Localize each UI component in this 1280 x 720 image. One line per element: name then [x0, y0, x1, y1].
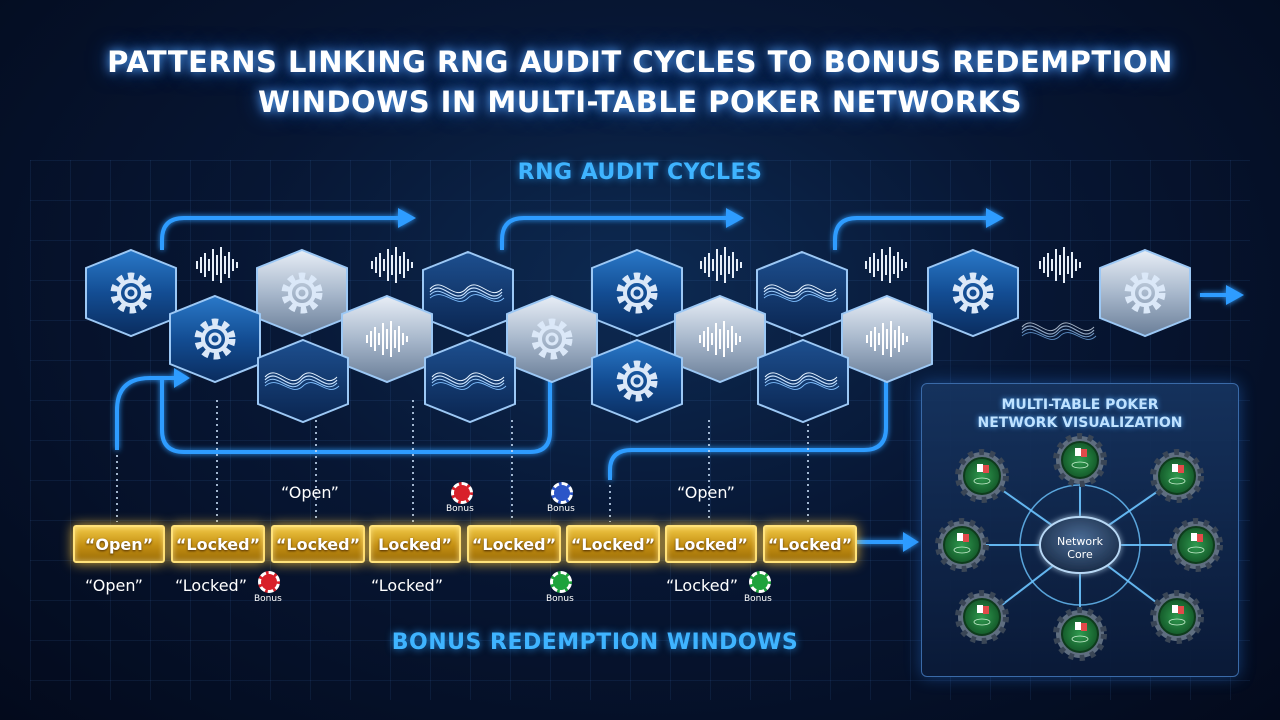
chip-label: Bonus [254, 594, 282, 604]
hex-wave-2 [756, 250, 848, 338]
window-box: “Locked” [763, 525, 857, 563]
window-label-below: “Locked” [371, 576, 443, 595]
hex-gear-6 [169, 294, 261, 384]
poker-chip-icon [258, 571, 280, 593]
window-box: Locked” [369, 525, 461, 563]
panel-title: MULTI-TABLE POKER NETWORK VISUALIZATION [922, 396, 1238, 432]
page-title: PATTERNS LINKING RNG AUDIT CYCLES TO BON… [0, 42, 1280, 122]
cycle-flow-arrows [115, 216, 1228, 544]
window-box: “Locked” [467, 525, 561, 563]
window-box: “Locked” [271, 525, 365, 563]
panel-title-line-2: NETWORK VISUALIZATION [977, 415, 1183, 431]
hex-gear-4 [927, 248, 1019, 338]
hex-wave-1 [422, 250, 514, 338]
poker-chip-icon [749, 571, 771, 593]
arrow-right-icon [174, 208, 1244, 552]
poker-chip-icon [451, 482, 473, 504]
window-label-below: “Locked” [175, 576, 247, 595]
hex-gear-3 [591, 248, 683, 338]
chip-label: Bonus [547, 504, 575, 514]
chip-label: Bonus [546, 594, 574, 604]
panel-title-line-1: MULTI-TABLE POKER [1001, 397, 1159, 413]
window-box: “Locked” [566, 525, 660, 563]
chip-label: Bonus [446, 504, 474, 514]
rng-audit-cycles-heading: RNG AUDIT CYCLES [517, 160, 763, 185]
hex-gear-5 [1099, 248, 1191, 338]
hex-gear-2 [256, 248, 348, 338]
window-label-above: “Open” [281, 483, 339, 502]
hex-gear-7 [506, 294, 598, 384]
network-core-node [1039, 516, 1121, 574]
chip-label: Bonus [744, 594, 772, 604]
window-label-below: “Locked” [666, 576, 738, 595]
audit-hexagons [85, 248, 1191, 424]
window-label-above: “Open” [677, 483, 735, 502]
network-core-label-line-2: Core [1067, 548, 1093, 561]
window-label-below: “Open” [85, 576, 143, 595]
page-title-line-1: PATTERNS LINKING RNG AUDIT CYCLES TO BON… [107, 45, 1173, 79]
poker-chip-icon [551, 482, 573, 504]
window-box: “Open” [73, 525, 165, 563]
window-box: Locked” [665, 525, 757, 563]
network-core-label: Network Core [1026, 535, 1134, 561]
hex-gear-1 [85, 248, 177, 338]
page-title-line-2: WINDOWS IN MULTI-TABLE POKER NETWORKS [257, 85, 1023, 119]
network-core-label-line-1: Network [1057, 535, 1103, 548]
bonus-redemption-windows-heading: BONUS REDEMPTION WINDOWS [391, 630, 799, 655]
dotted-connectors [116, 400, 809, 522]
hex-gear-8 [591, 338, 683, 424]
poker-chip-icon [550, 571, 572, 593]
window-box: “Locked” [171, 525, 265, 563]
